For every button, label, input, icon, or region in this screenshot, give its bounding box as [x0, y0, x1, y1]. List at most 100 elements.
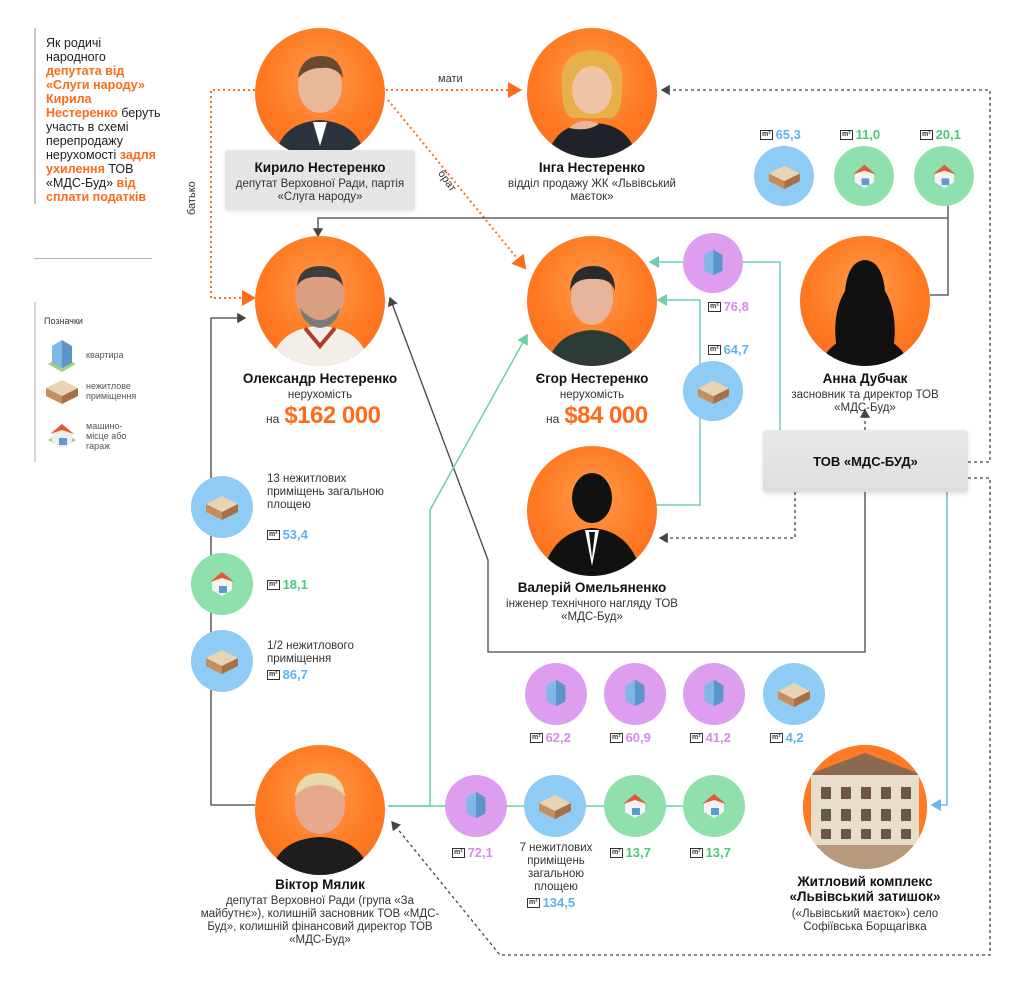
intro-text-1: Як родичі народного	[46, 36, 106, 64]
commercial-building-icon	[778, 683, 810, 707]
m2-badge: m²	[267, 529, 280, 540]
residential-complex-photo	[803, 745, 927, 869]
m2-badge: m²	[708, 301, 721, 312]
legend-garage: машино-місце або гараж	[44, 420, 134, 452]
property-yehor-2	[683, 361, 743, 421]
person-photo-icon	[547, 266, 637, 366]
kyrylo-portrait	[255, 28, 385, 158]
valerii-role: інженер технічного нагляду ТОВ «МДС-Буд»	[506, 598, 678, 623]
oleksandr-amount: $162 000	[284, 402, 381, 429]
property-mid-4	[763, 663, 825, 725]
m2-badge: m²	[267, 669, 280, 680]
legend-apartment-label: квартира	[86, 350, 124, 360]
viktor-name: Віктор Мялик	[275, 877, 365, 892]
edge-company-complex	[930, 478, 948, 811]
person-photo-icon	[547, 50, 637, 158]
kyrylo-name: Кирило Нестеренко	[254, 160, 386, 175]
legend-apartment: квартира	[44, 336, 124, 374]
edge-label-mother: мати	[438, 73, 463, 85]
intro-text-3: ТОВ «МДС-Буд»	[46, 162, 134, 190]
vik-2-text: 7 нежитлових приміщень загальною площею	[519, 842, 593, 893]
garage-icon	[932, 164, 956, 188]
apartment-icon	[704, 679, 724, 707]
anna-name: Анна Дубчак	[822, 371, 908, 386]
area-value: 20,1	[935, 127, 961, 142]
property-olek-1	[191, 476, 253, 538]
area-value: 53,4	[282, 527, 308, 542]
garage-icon	[210, 572, 234, 596]
property-vik-4	[683, 775, 745, 837]
complex-name: Житловий комплекс «Львівський затишок»	[789, 874, 941, 904]
m2-badge: m²	[770, 732, 783, 743]
property-mid-3	[683, 663, 745, 725]
kyrylo-label-box	[225, 150, 415, 210]
property-anna-1	[754, 146, 814, 206]
area-value: 86,7	[282, 667, 308, 682]
silhouette-icon	[820, 260, 910, 366]
m2-badge: m²	[690, 732, 703, 743]
property-anna-2	[834, 146, 894, 206]
legend-garage-label: машино-місце або гараж	[86, 421, 127, 451]
area-value: 64,7	[723, 342, 749, 357]
legend-divider	[34, 302, 166, 462]
anna-role: засновник та директор ТОВ «МДС-Буд»	[791, 389, 939, 414]
oleksandr-money-prefix: на	[266, 412, 280, 426]
viktor-role: депутат Верховної Ради (група «За майбут…	[200, 895, 440, 946]
area-value: 62,2	[545, 730, 571, 745]
yehor-money: на $84 000	[546, 402, 648, 430]
apartment-icon	[466, 791, 486, 819]
inga-portrait	[527, 28, 657, 158]
inga-name: Інга Нестеренко	[538, 160, 646, 175]
m2-badge: m²	[527, 897, 540, 908]
oleksandr-sub: нерухомість	[287, 389, 353, 401]
anna-portrait	[800, 236, 930, 366]
olek-1-text: 13 нежитлових приміщень загальною площею	[267, 473, 384, 511]
commercial-building-icon	[206, 496, 238, 520]
property-yehor-1	[683, 233, 743, 293]
area-value: 60,9	[625, 730, 651, 745]
edge-viktor-yehor	[388, 333, 528, 807]
yehor-name: Єгор Нестеренко	[535, 371, 649, 386]
m2-badge: m²	[452, 847, 465, 858]
silhouette-icon	[542, 473, 642, 576]
apartment-icon	[48, 340, 76, 372]
m2-badge: m²	[840, 129, 853, 140]
area-value: 4,2	[785, 730, 804, 745]
legend-title: Позначки	[44, 316, 83, 326]
oleksandr-portrait	[255, 236, 385, 366]
olek-3-text: 1/2 нежитлового приміщення	[267, 640, 354, 665]
person-photo-icon	[270, 773, 370, 875]
property-mid-2	[604, 663, 666, 725]
yehor-money-prefix: на	[546, 412, 560, 426]
legend-commercial: нежитлове приміщення	[44, 376, 144, 406]
property-olek-3	[191, 630, 253, 692]
commercial-building-icon	[46, 380, 78, 404]
building-photo-icon	[803, 745, 927, 869]
commercial-building-icon	[768, 165, 800, 189]
property-olek-2	[191, 553, 253, 615]
yehor-sub: нерухомість	[559, 389, 625, 401]
m2-badge: m²	[708, 344, 721, 355]
person-photo-icon	[270, 266, 370, 366]
company-mds-bud: ТОВ «МДС-БУД»	[763, 430, 968, 492]
edge-company-valerii	[658, 492, 796, 544]
m2-badge: m²	[690, 847, 703, 858]
yehor-amount: $84 000	[564, 402, 648, 429]
garage-icon	[852, 164, 876, 188]
m2-badge: m²	[610, 847, 623, 858]
property-vik-1	[445, 775, 507, 837]
intro-text-2: беруть участь в схемі перепродажу нерухо…	[46, 106, 161, 162]
oleksandr-money: на $162 000	[266, 402, 381, 430]
edge-label-brother: брат	[435, 168, 459, 195]
